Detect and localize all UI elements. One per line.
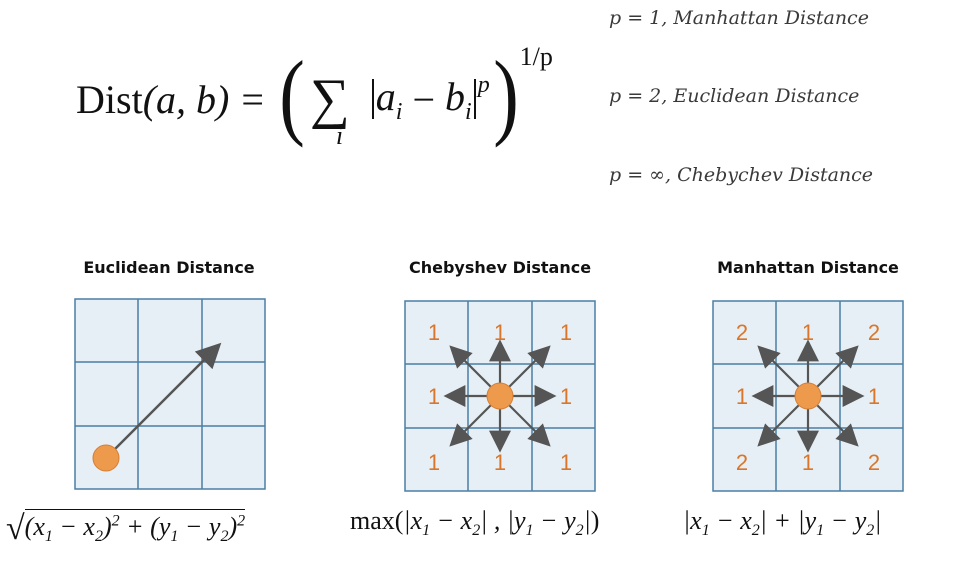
abs-bar-right <box>473 79 476 119</box>
variant-chebyshev: p = ∞, Chebychev Distance <box>609 164 874 186</box>
cell-value: 1 <box>494 320 506 345</box>
left-paren: ( <box>279 41 305 148</box>
cell-value: 1 <box>560 320 572 345</box>
cell-value: 1 <box>428 384 440 409</box>
chebyshev-heading: Chebyshev Distance <box>408 258 592 277</box>
sum-sign: ∑i <box>309 68 350 150</box>
cell-value: 2 <box>868 320 880 345</box>
euclidean-grid <box>74 298 266 490</box>
term-b: bi <box>445 73 472 125</box>
cell-value: 2 <box>868 450 880 475</box>
formula-args: (a, b) <box>142 76 230 122</box>
right-paren: ) <box>492 41 519 148</box>
power-p: p <box>477 71 490 98</box>
origin-dot <box>92 444 120 472</box>
cell-value: 1 <box>802 450 814 475</box>
formula-lhs: Dist <box>76 76 143 122</box>
variant-euclidean: p = 2, Euclidean Distance <box>609 85 860 107</box>
equals-sign: = <box>241 76 264 122</box>
manhattan-grid: 2 1 2 1 1 2 1 2 <box>712 300 904 492</box>
center-dot <box>794 382 822 410</box>
manhattan-heading: Manhattan Distance <box>717 258 899 277</box>
diagonal-arrow <box>105 342 222 459</box>
outer-exponent: 1/p <box>519 42 553 71</box>
chebyshev-cell-values: 1 1 1 1 1 1 1 1 <box>428 320 572 475</box>
abs-bar-left <box>371 79 374 119</box>
euclidean-formula: √(x1 − x2)2 + (y1 − y2)2 <box>6 509 246 547</box>
manhattan-cell-values: 2 1 2 1 1 2 1 2 <box>736 320 880 475</box>
cell-value: 1 <box>868 384 880 409</box>
cell-value: 1 <box>560 450 572 475</box>
cell-value: 2 <box>736 450 748 475</box>
chebyshev-grid: 1 1 1 1 1 1 1 1 <box>404 300 596 492</box>
sum-index: i <box>335 121 344 150</box>
cell-value: 1 <box>494 450 506 475</box>
cell-value: 1 <box>428 320 440 345</box>
chebyshev-formula: max(|x1 − x2| , |y1 − y2|) <box>350 506 600 540</box>
cell-value: 2 <box>736 320 748 345</box>
euclidean-heading: Euclidean Distance <box>83 258 255 277</box>
term-a: ai <box>375 73 403 125</box>
cell-value: 1 <box>736 384 748 409</box>
manhattan-formula: |x1 − x2| + |y1 − y2| <box>683 506 882 540</box>
variant-manhattan: p = 1, Manhattan Distance <box>609 7 869 29</box>
cell-value: 1 <box>560 384 572 409</box>
minus-sign: − <box>412 76 436 122</box>
center-dot <box>486 382 514 410</box>
cell-value: 1 <box>802 320 814 345</box>
minkowski-formula: Dist(a, b) = ( ∑i ai − bi p ) 1/p <box>76 41 555 154</box>
cell-value: 1 <box>428 450 440 475</box>
